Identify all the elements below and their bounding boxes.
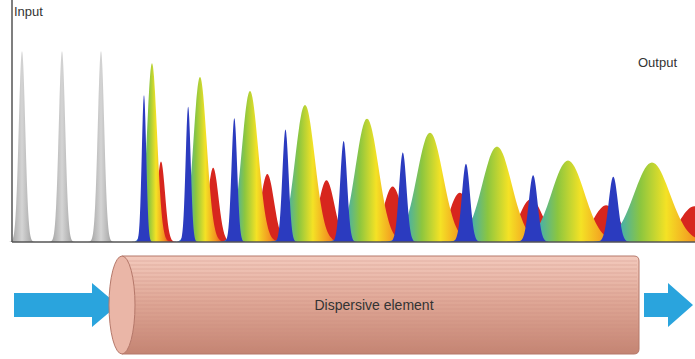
axis-line (12, 241, 695, 243)
blue-component (450, 164, 482, 242)
axis-line (11, 0, 13, 242)
blue-component (178, 107, 198, 242)
blue-component (330, 141, 357, 242)
dispersed-pulse (266, 105, 344, 242)
dispersive-element: Dispersive element (108, 255, 640, 355)
input-pulse (9, 51, 35, 242)
dispersed-pulse (174, 77, 227, 242)
input-pulse (88, 51, 114, 242)
element-label: Dispersive element (314, 297, 433, 313)
dispersed-pulse (439, 147, 556, 242)
dispersed-pulse (378, 133, 482, 242)
dispersed-pulse (581, 163, 695, 242)
dispersed-pulse (217, 91, 283, 242)
blue-component (595, 177, 632, 242)
dispersed-pulse (132, 63, 172, 242)
input-pulse (49, 51, 75, 242)
output-arrow (644, 283, 693, 327)
blue-component (388, 152, 418, 242)
blue-component (516, 175, 550, 242)
blue-component (135, 95, 153, 242)
pulse-train (9, 51, 695, 242)
dispersed-pulse (503, 161, 633, 242)
blue-component (273, 130, 298, 242)
output-label: Output (638, 56, 677, 70)
input-label: Input (14, 5, 43, 19)
blue-component (223, 118, 245, 242)
input-arrow (14, 283, 118, 327)
